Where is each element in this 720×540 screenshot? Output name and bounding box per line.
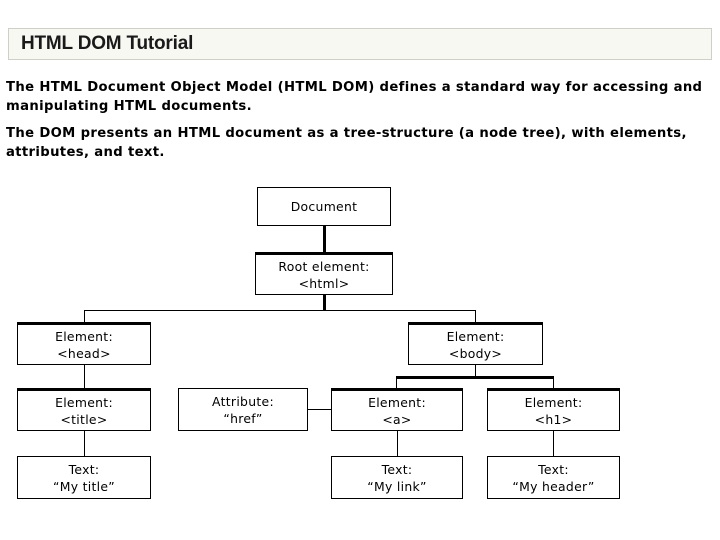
connector-root-stem (323, 295, 326, 311)
intro-paragraph-1: The HTML Document Object Model (HTML DOM… (6, 80, 703, 114)
node-text-my-header-line1: Text: (538, 461, 569, 477)
node-element-body-line2: <body> (448, 345, 503, 361)
connector-bus-to-anchor (396, 376, 397, 388)
node-element-body-line1: Element: (446, 328, 505, 344)
node-element-head-line1: Element: (55, 328, 113, 344)
node-document: Document (257, 187, 391, 226)
node-root-element-line1: Root element: (278, 258, 370, 274)
connector-h1-to-text (553, 431, 554, 456)
connector-document-to-root (323, 226, 326, 253)
connector-bus-to-h1 (553, 376, 554, 388)
connector-bus-to-head (84, 310, 85, 323)
node-element-body: Element: <body> (408, 322, 543, 365)
node-text-my-title: Text: “My title” (17, 456, 151, 499)
connector-anchor-to-text (397, 431, 398, 456)
node-document-line1: Document (290, 199, 358, 214)
node-text-my-title-line1: Text: (68, 461, 100, 477)
connector-bus-to-body (475, 310, 476, 323)
node-attribute-href-line2: “href” (223, 410, 263, 426)
node-attribute-href: Attribute: “href” (178, 388, 308, 431)
node-text-my-header-line2: “My header” (512, 478, 595, 494)
page-title: HTML DOM Tutorial (21, 33, 194, 54)
node-element-anchor: Element: <a> (331, 388, 463, 431)
node-element-title: Element: <title> (17, 388, 151, 431)
node-text-my-link-line1: Text: (381, 461, 413, 477)
page-title-bar: HTML DOM Tutorial (8, 28, 712, 60)
node-root-element: Root element: <html> (255, 252, 393, 295)
connector-body-bus (396, 376, 554, 379)
node-text-my-link: Text: “My link” (331, 456, 463, 499)
intro-paragraph-2: The DOM presents an HTML document as a t… (6, 126, 687, 160)
node-attribute-href-line1: Attribute: (212, 393, 274, 409)
node-element-head-line2: <head> (57, 345, 111, 361)
node-root-element-line2: <html> (298, 275, 350, 291)
node-element-anchor-line1: Element: (368, 394, 426, 410)
node-element-head: Element: <head> (17, 322, 151, 365)
connector-head-to-title (84, 365, 85, 388)
connector-attribute-to-anchor (308, 409, 331, 410)
node-element-anchor-line2: <a> (382, 411, 412, 427)
node-element-h1-line1: Element: (524, 394, 583, 410)
node-text-my-link-line2: “My link” (367, 478, 427, 494)
connector-root-bus (84, 310, 476, 311)
node-element-h1: Element: <h1> (487, 388, 620, 431)
node-text-my-title-line2: “My title” (52, 478, 116, 494)
node-element-title-line2: <title> (60, 411, 108, 427)
node-element-title-line1: Element: (55, 394, 113, 410)
connector-title-to-text (84, 431, 85, 456)
connector-body-stem (475, 365, 476, 377)
node-text-my-header: Text: “My header” (487, 456, 620, 499)
node-element-h1-line2: <h1> (534, 411, 573, 427)
